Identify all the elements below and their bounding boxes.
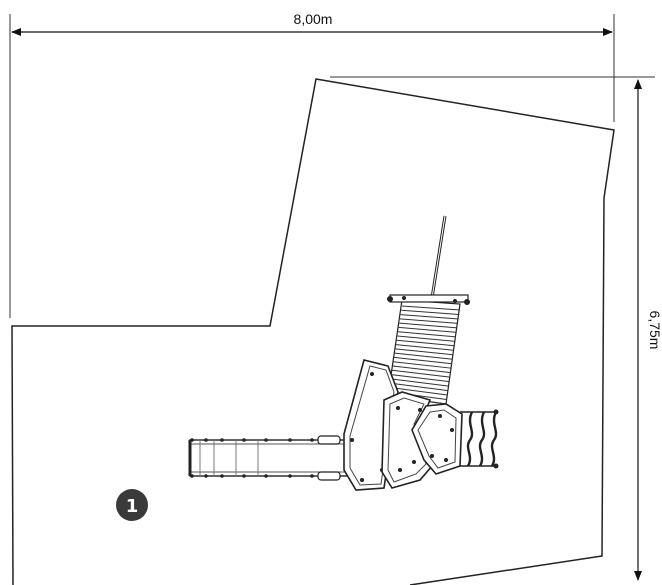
height-dimension-label: 6,75m [647, 311, 662, 350]
tube-slide [188, 435, 351, 481]
platform-right [411, 403, 463, 475]
mast [430, 215, 447, 299]
height-dimension: 6,75m [330, 76, 662, 581]
play-equipment [188, 215, 499, 491]
width-dimension: 8,00m [9, 11, 615, 318]
marker-number: 1 [126, 496, 139, 517]
site-boundary [11, 78, 615, 585]
climbing-ramp [387, 294, 470, 405]
wiggle-ladder [460, 409, 499, 469]
width-dimension-label: 8,00m [294, 11, 333, 27]
marker-badge: 1 [116, 489, 148, 521]
